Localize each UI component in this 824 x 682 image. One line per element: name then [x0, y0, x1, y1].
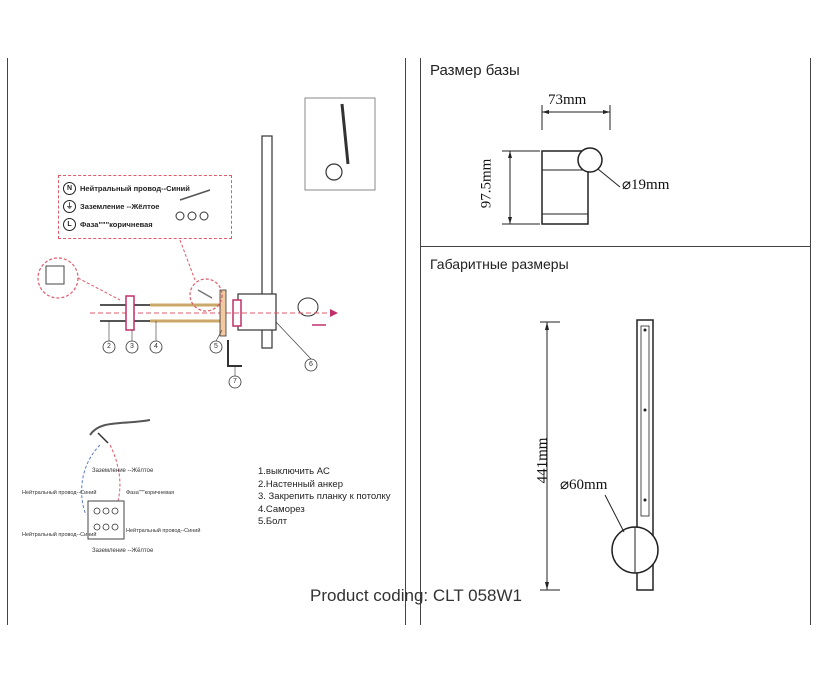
legend-neutral-row: N Нейтральный провод--Синий	[63, 182, 190, 195]
part-number-4: 4	[154, 343, 158, 350]
terminal-wiring-drawing	[81, 419, 151, 540]
terminal-neutral-left-label: Нейтральный провод--Синий	[22, 490, 97, 496]
terminal-neutral-left2-label: Нейтральный провод--Синий	[22, 532, 97, 538]
install-steps-list: 1.выключить AC 2.Настенный анкер 3. Закр…	[258, 466, 390, 529]
part-number-6: 6	[309, 361, 313, 368]
legend-neutral-label: Нейтральный провод--Синий	[80, 184, 190, 193]
base-width-label: 73mm	[548, 92, 587, 108]
terminal-phase-right-label: Фаза"""коричневая	[126, 490, 175, 496]
base-diameter-label: ⌀19mm	[622, 177, 670, 193]
overall-dimension-drawing	[540, 319, 659, 591]
installation-exploded-drawing	[37, 97, 376, 389]
part-number-3: 3	[130, 343, 134, 350]
base-size-title: Размер базы	[430, 62, 520, 79]
overall-height-label: 441mm	[534, 437, 551, 484]
neutral-n-icon: N	[63, 182, 76, 195]
overall-diameter-label: ⌀60mm	[560, 477, 608, 493]
install-step: 4.Саморез	[258, 503, 305, 515]
right-section-divider	[420, 246, 810, 247]
left-border-line	[7, 58, 8, 625]
center-divider-line-2	[420, 58, 421, 625]
base-height-label: 97.5mm	[478, 158, 495, 209]
part-number-7: 7	[233, 378, 237, 385]
part-number-2: 2	[107, 343, 111, 350]
base-dimension-drawing	[502, 105, 621, 225]
terminal-ground-top-label: Заземление --Жёлтое	[92, 468, 154, 474]
phase-l-icon: L	[63, 218, 76, 231]
install-step: 3. Закрепить планку к потолку	[258, 491, 391, 502]
ground-icon: ⏚	[63, 200, 76, 213]
legend-ground-row: ⏚ Заземление --Жёлтое	[63, 200, 159, 213]
right-border-line	[810, 58, 811, 625]
overall-size-title: Габаритные размеры	[430, 256, 569, 272]
terminal-neutral-right2-label: Нейтральный провод--Синий	[126, 528, 201, 534]
install-step: 1.выключить AC	[258, 466, 330, 477]
legend-phase-label: Фаза"""коричневая	[80, 220, 153, 229]
legend-ground-label: Заземление --Жёлтое	[80, 202, 160, 211]
install-step: 5.Болт	[258, 516, 288, 527]
product-coding-label: Product coding: CLT 058W1	[310, 586, 522, 605]
center-divider-line	[405, 58, 406, 625]
terminal-ground-bottom-label: Заземление --Жёлтое	[92, 548, 154, 554]
legend-phase-row: L Фаза"""коричневая	[63, 218, 153, 231]
part-number-5: 5	[214, 343, 218, 350]
install-step: 2.Настенный анкер	[258, 478, 343, 490]
wiring-legend-box: N Нейтральный провод--Синий ⏚ Заземление…	[58, 175, 232, 239]
